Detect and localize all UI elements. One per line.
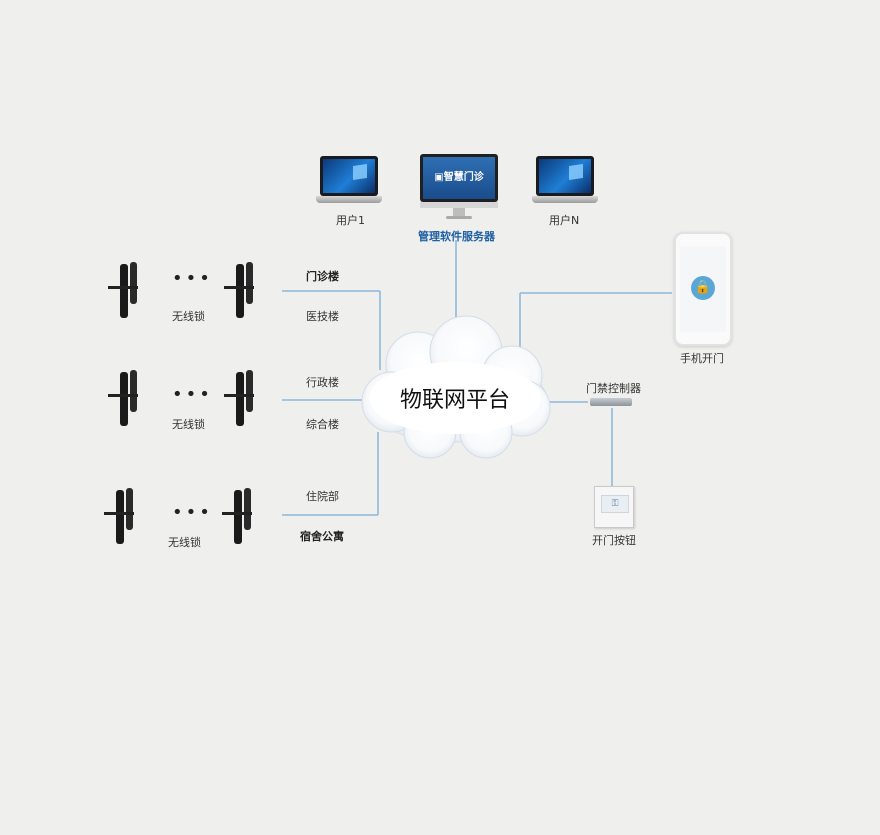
lock-icon	[108, 370, 140, 428]
cloud-label: 物联网平台	[399, 388, 510, 413]
smartphone: 🔒	[674, 232, 732, 346]
key-icon: ⚿	[601, 495, 629, 513]
server-screen-text: ▣智慧门诊	[423, 157, 495, 199]
exit-button-label: 开门按钮	[592, 534, 636, 547]
lock-icon	[224, 262, 256, 320]
lock-icon	[222, 488, 254, 546]
lock-icon	[104, 488, 136, 546]
lock-row-label: 无线锁	[168, 536, 201, 549]
controller-label: 门禁控制器	[586, 382, 641, 395]
exit-button-panel: ⚿	[594, 486, 634, 528]
server-label: 管理软件服务器	[418, 230, 495, 243]
building-label: 宿舍公寓	[300, 530, 344, 543]
building-label: 住院部	[306, 490, 339, 503]
userN-laptop	[532, 156, 598, 208]
padlock-icon: 🔒	[691, 276, 715, 300]
server-monitor: ▣智慧门诊	[420, 154, 498, 220]
lock-row-label: 无线锁	[172, 310, 205, 323]
user1-label: 用户1	[336, 214, 365, 227]
user1-laptop	[316, 156, 382, 208]
ellipsis: •••	[172, 384, 213, 405]
building-label: 行政楼	[306, 376, 339, 389]
lock-icon	[224, 370, 256, 428]
userN-label: 用户N	[549, 214, 580, 227]
lock-icon	[108, 262, 140, 320]
door-controller	[590, 398, 632, 406]
building-label: 医技楼	[306, 310, 339, 323]
ellipsis: •••	[172, 268, 213, 289]
cloud-shape	[361, 315, 551, 459]
building-label: 门诊楼	[306, 270, 339, 283]
lock-row-label: 无线锁	[172, 418, 205, 431]
phone-label: 手机开门	[680, 352, 724, 365]
ellipsis: •••	[172, 502, 213, 523]
building-label: 综合楼	[306, 418, 339, 431]
